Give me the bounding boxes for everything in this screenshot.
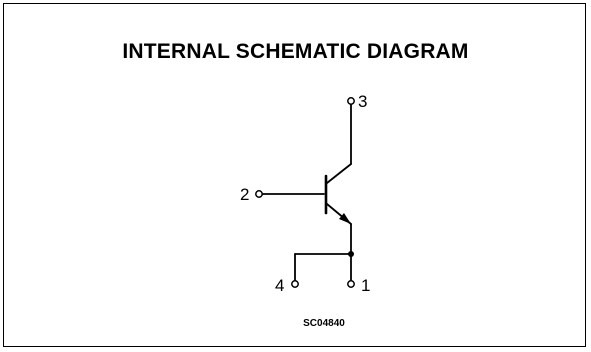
pin-4-label: 4 bbox=[275, 276, 284, 295]
pin-2-terminal bbox=[255, 190, 263, 198]
pin-1-label: 1 bbox=[361, 276, 370, 295]
diagram-title: INTERNAL SCHEMATIC DIAGRAM bbox=[122, 40, 469, 63]
collector-diagonal bbox=[326, 163, 352, 184]
diagram-frame bbox=[3, 3, 586, 347]
junction-dot bbox=[348, 251, 354, 257]
drawing-code: SC04840 bbox=[303, 318, 345, 329]
pin-1-terminal bbox=[347, 280, 355, 288]
pin-4-terminal bbox=[291, 280, 299, 288]
emitter-arrow bbox=[339, 213, 351, 224]
pin-3-terminal bbox=[347, 97, 355, 105]
pin-2-label: 2 bbox=[240, 185, 249, 204]
pin-3-label: 3 bbox=[358, 92, 367, 111]
